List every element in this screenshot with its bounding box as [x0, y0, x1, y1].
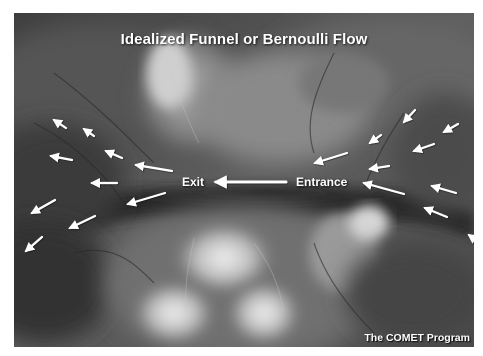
flow-arrows-layer: [14, 13, 474, 347]
flow-arrow-icon: [370, 135, 381, 143]
flow-arrow-icon: [444, 124, 458, 132]
flow-arrow-icon: [136, 165, 172, 171]
flow-arrow-icon: [432, 186, 456, 193]
flow-arrow-icon: [32, 200, 55, 213]
flow-arrow-icon: [370, 166, 389, 169]
diagram-title: Idealized Funnel or Bernoulli Flow: [14, 31, 474, 48]
flow-arrow-icon: [51, 156, 72, 160]
flow-arrow-icon: [26, 237, 42, 251]
flow-arrow-icon: [404, 110, 415, 122]
flow-arrow-icon: [54, 120, 66, 128]
flow-arrow-icon: [315, 153, 347, 163]
flow-arrow-icon: [364, 183, 404, 194]
flow-arrow-icon: [414, 144, 434, 151]
entrance-label: Entrance: [296, 175, 347, 189]
credit-text: The COMET Program: [364, 332, 470, 344]
flow-arrow-icon: [425, 208, 447, 217]
flow-arrow-icon: [469, 235, 474, 243]
flow-arrow-icon: [128, 193, 165, 204]
exit-label: Exit: [182, 175, 204, 189]
terrain-figure: Idealized Funnel or Bernoulli Flow Exit …: [14, 13, 474, 347]
flow-arrow-icon: [70, 216, 95, 228]
flow-arrow-icon: [84, 129, 94, 136]
flow-arrow-icon: [106, 151, 122, 158]
